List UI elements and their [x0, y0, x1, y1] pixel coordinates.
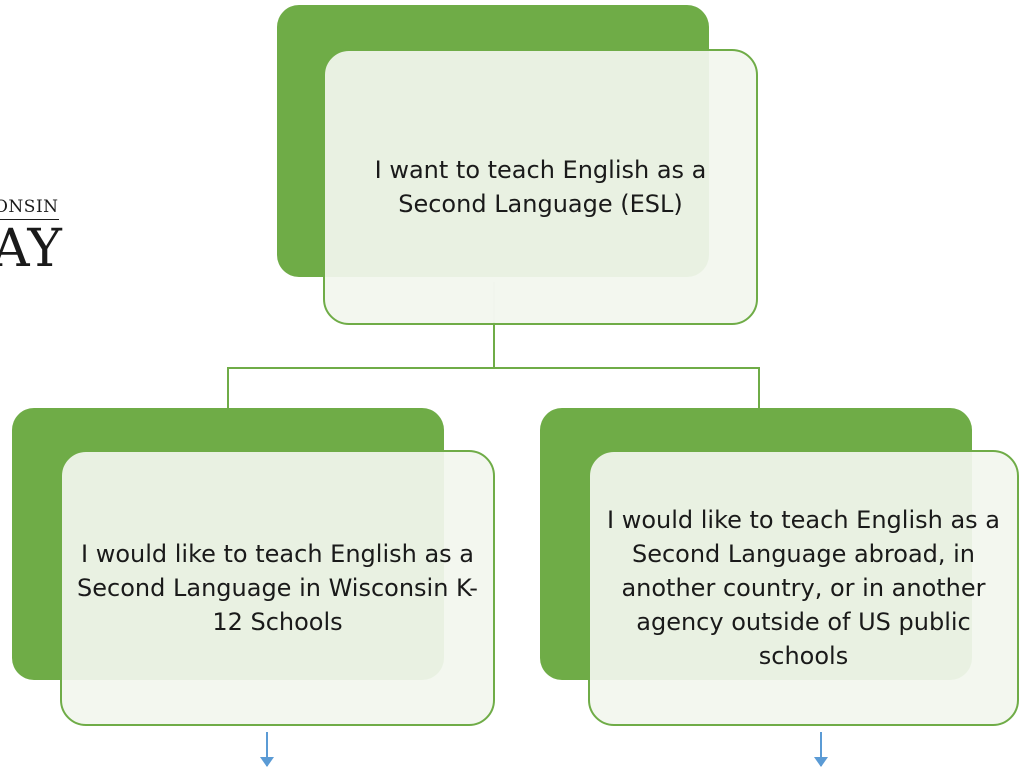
- connector-left-drop: [227, 367, 229, 409]
- connector-right-drop: [758, 367, 760, 409]
- child-node-wisconsin-label: I would like to teach English as a Secon…: [77, 539, 478, 637]
- logo-top-text: ONSIN: [0, 197, 59, 220]
- child-node-wisconsin-card: I would like to teach English as a Secon…: [60, 450, 495, 726]
- child-node-abroad-card: I would like to teach English as a Secon…: [588, 450, 1019, 726]
- arrow-down-left: [260, 732, 274, 767]
- root-node-label: I want to teach English as a Second Lang…: [374, 155, 707, 218]
- logo-bottom-text: AY: [0, 219, 62, 279]
- connector-root-stem-lower: [493, 322, 495, 368]
- logo-fragment-mark: [0, 64, 5, 70]
- arrow-down-right: [814, 732, 828, 767]
- child-node-abroad-label: I would like to teach English as a Secon…: [606, 505, 1000, 671]
- connector-horizontal: [227, 367, 759, 369]
- root-node-card: I want to teach English as a Second Lang…: [323, 49, 758, 325]
